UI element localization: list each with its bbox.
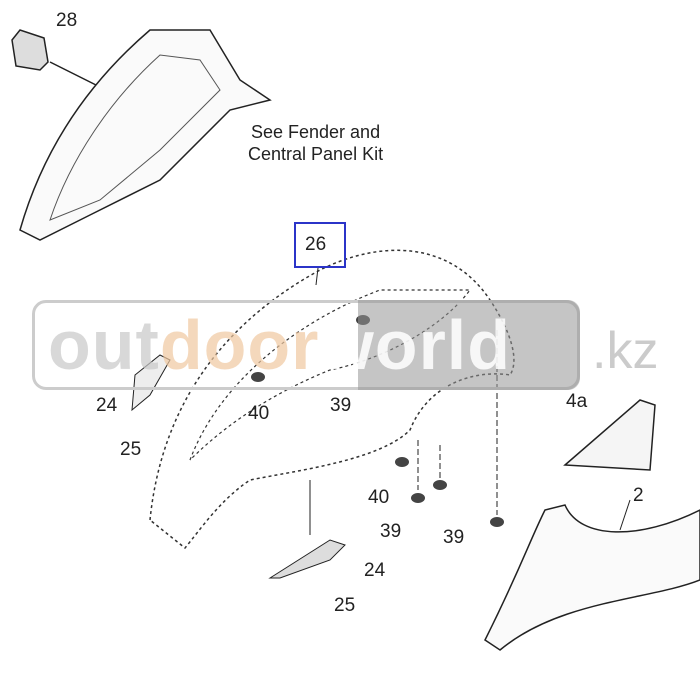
callout-40-bottom[interactable]: 40 — [368, 487, 390, 508]
callout-40-top[interactable]: 40 — [248, 403, 270, 424]
kit-note: See Fender and Central Panel Kit — [248, 121, 383, 165]
callout-39-bottom-left[interactable]: 39 — [380, 521, 402, 542]
callout-39-bottom-right[interactable]: 39 — [443, 527, 465, 548]
part-4a — [563, 399, 656, 471]
callout-24-bottom[interactable]: 24 — [364, 560, 386, 581]
vent-24-bottom — [268, 539, 346, 579]
kit-note-line2: Central Panel Kit — [248, 144, 384, 164]
watermark-part2: door — [159, 306, 320, 384]
callout-28[interactable]: 28 — [56, 10, 78, 31]
callout-2[interactable]: 2 — [633, 485, 644, 506]
watermark-logo: outdoorworld — [48, 306, 511, 384]
callout-25-bottom[interactable]: 25 — [334, 595, 356, 616]
part-2 — [484, 504, 700, 651]
part-28 — [11, 29, 49, 71]
callout-4a[interactable]: 4a — [566, 391, 588, 412]
callout-24-top[interactable]: 24 — [96, 395, 118, 416]
watermark-part3: world — [319, 306, 512, 384]
upper-panel — [19, 29, 272, 241]
callout-26[interactable]: 26 — [305, 234, 327, 255]
vent-24-top — [131, 354, 171, 412]
watermark-part1: out — [48, 306, 160, 384]
callout-39-top[interactable]: 39 — [330, 395, 352, 416]
kit-note-line1: See Fender and — [250, 122, 381, 142]
watermark-shade — [358, 300, 580, 390]
callout-26-highlight[interactable] — [294, 222, 346, 268]
callout-25-top[interactable]: 25 — [120, 439, 142, 460]
watermark-tld: .kz — [592, 322, 659, 380]
